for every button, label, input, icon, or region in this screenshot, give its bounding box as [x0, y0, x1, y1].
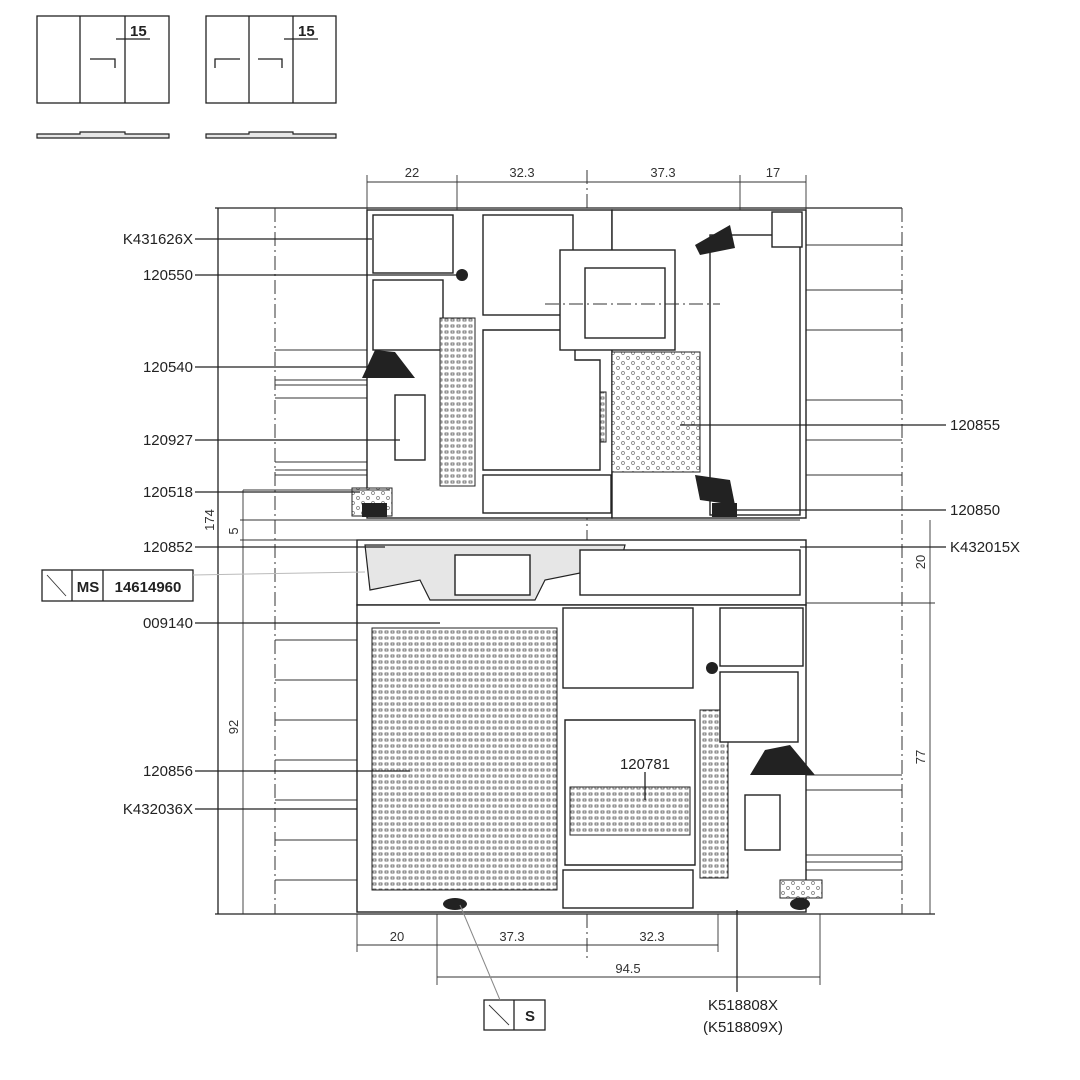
callout-label: K518808X — [708, 997, 778, 1014]
callout-label: 009140 — [143, 615, 193, 632]
callout-label: 120927 — [143, 432, 193, 449]
bottom-callout: K518808X (K518809X) — [703, 910, 783, 1036]
dimensions-bottom: 20 37.3 32.3 94.5 — [356, 914, 821, 985]
callout-label: 120550 — [143, 267, 193, 284]
legend-number: 15 — [130, 23, 147, 40]
lower-profile — [356, 604, 823, 913]
fixed-frame-upper — [545, 209, 807, 519]
ms-reference-box: MS 14614960 — [41, 569, 366, 602]
callouts-left: K431626X 120550 120540 120927 120518 120… — [123, 231, 462, 818]
dimensions-top: 22 32.3 37.3 17 — [366, 165, 807, 210]
legend-icon-2: 15 — [205, 15, 337, 139]
callout-label: 120855 — [950, 417, 1000, 434]
callouts-right: 120855 120850 K432015X — [680, 417, 1020, 556]
s-reference-box: S — [459, 904, 546, 1031]
callout-label: (K518809X) — [703, 1019, 783, 1036]
dim-label: 174 — [202, 509, 217, 531]
upper-sash-profile — [362, 209, 613, 519]
inner-profile-label: 120781 — [620, 756, 670, 773]
dim-label: 17 — [766, 165, 780, 180]
dim-label: 32.3 — [509, 165, 534, 180]
dimensions-side: 174 5 92 20 77 — [202, 489, 935, 914]
ms-number: 14614960 — [115, 579, 182, 596]
dim-label: 20 — [390, 929, 404, 944]
dim-label: 5 — [226, 527, 241, 534]
pencil-icon — [46, 574, 67, 597]
middle-transom — [351, 487, 807, 606]
legend-number: 15 — [298, 23, 315, 40]
s-code: S — [525, 1008, 535, 1025]
callout-label: 120850 — [950, 502, 1000, 519]
callout-label: K431626X — [123, 231, 193, 248]
callout-label: 120540 — [143, 359, 193, 376]
dim-label: 32.3 — [639, 929, 664, 944]
pencil-icon — [488, 1004, 510, 1026]
callout-label: K432015X — [950, 539, 1020, 556]
callout-label: 120856 — [143, 763, 193, 780]
dim-label: 37.3 — [650, 165, 675, 180]
legend-icon-1: 15 — [36, 15, 170, 139]
ms-code: MS — [77, 579, 100, 596]
dim-label: 20 — [913, 555, 928, 569]
callout-label: K432036X — [123, 801, 193, 818]
dim-label: 92 — [226, 720, 241, 734]
dim-total: 94.5 — [615, 961, 640, 976]
dim-label: 77 — [913, 750, 928, 764]
dim-label: 37.3 — [499, 929, 524, 944]
callout-label: 120852 — [143, 539, 193, 556]
callout-label: 120518 — [143, 484, 193, 501]
dim-label: 22 — [405, 165, 419, 180]
